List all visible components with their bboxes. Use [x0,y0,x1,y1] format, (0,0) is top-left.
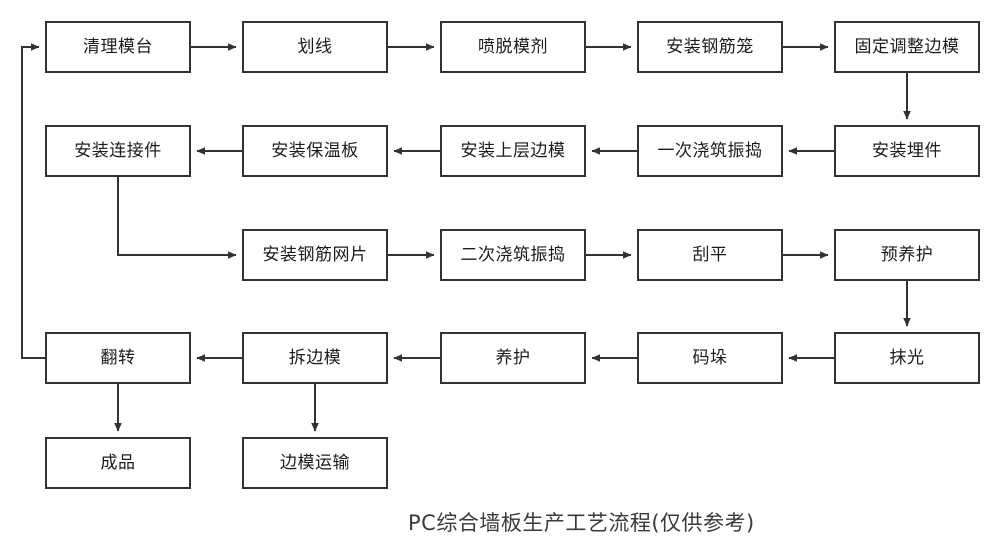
process-box-n19[interactable]: 翻转 [45,332,191,384]
process-box-label: 清理模台 [83,36,153,57]
process-box-n12[interactable]: 二次浇筑振捣 [440,229,586,281]
process-box-label: 码垛 [692,347,728,368]
process-box-n21[interactable]: 边模运输 [242,437,388,489]
process-box-label: 边模运输 [280,452,350,473]
process-box-n8[interactable]: 安装上层边模 [440,125,586,177]
process-box-label: 安装钢筋笼 [666,36,754,57]
connector-n19-to-n1 [21,43,45,359]
process-box-label: 安装埋件 [872,140,942,161]
process-box-n1[interactable]: 清理模台 [45,21,191,73]
process-box-label: 安装上层边模 [460,140,566,161]
process-box-label: 翻转 [100,347,136,368]
process-box-label: 安装连接件 [74,140,162,161]
process-box-n10[interactable]: 安装连接件 [45,125,191,177]
process-box-label: 抹光 [889,347,925,368]
connector-n10-to-n11 [117,177,237,259]
process-box-label: 喷脱模剂 [478,36,548,57]
process-box-n13[interactable]: 刮平 [637,229,783,281]
process-box-n18[interactable]: 拆边模 [242,332,388,384]
process-box-label: 划线 [297,36,333,57]
process-box-n17[interactable]: 养护 [440,332,586,384]
process-box-n4[interactable]: 安装钢筋笼 [637,21,783,73]
process-box-n11[interactable]: 安装钢筋网片 [242,229,388,281]
process-box-n6[interactable]: 安装埋件 [834,125,980,177]
process-box-n7[interactable]: 一次浇筑振捣 [637,125,783,177]
process-box-n2[interactable]: 划线 [242,21,388,73]
process-box-n15[interactable]: 抹光 [834,332,980,384]
process-box-n9[interactable]: 安装保温板 [242,125,388,177]
process-box-label: 安装钢筋网片 [262,244,368,265]
process-box-label: 固定调整边模 [854,36,960,57]
process-box-label: 养护 [495,347,531,368]
process-box-label: 成品 [100,452,136,473]
process-box-label: 一次浇筑振捣 [657,140,763,161]
process-box-label: 拆边模 [288,347,342,368]
process-box-n5[interactable]: 固定调整边模 [834,21,980,73]
process-box-label: 预养护 [880,244,934,265]
process-box-n16[interactable]: 码垛 [637,332,783,384]
process-box-label: 刮平 [692,244,728,265]
process-box-n20[interactable]: 成品 [45,437,191,489]
process-box-n14[interactable]: 预养护 [834,229,980,281]
process-box-label: 二次浇筑振捣 [460,244,566,265]
diagram-caption: PC综合墙板生产工艺流程(仅供参考) [408,511,755,535]
process-box-n3[interactable]: 喷脱模剂 [440,21,586,73]
process-box-label: 安装保温板 [271,140,359,161]
